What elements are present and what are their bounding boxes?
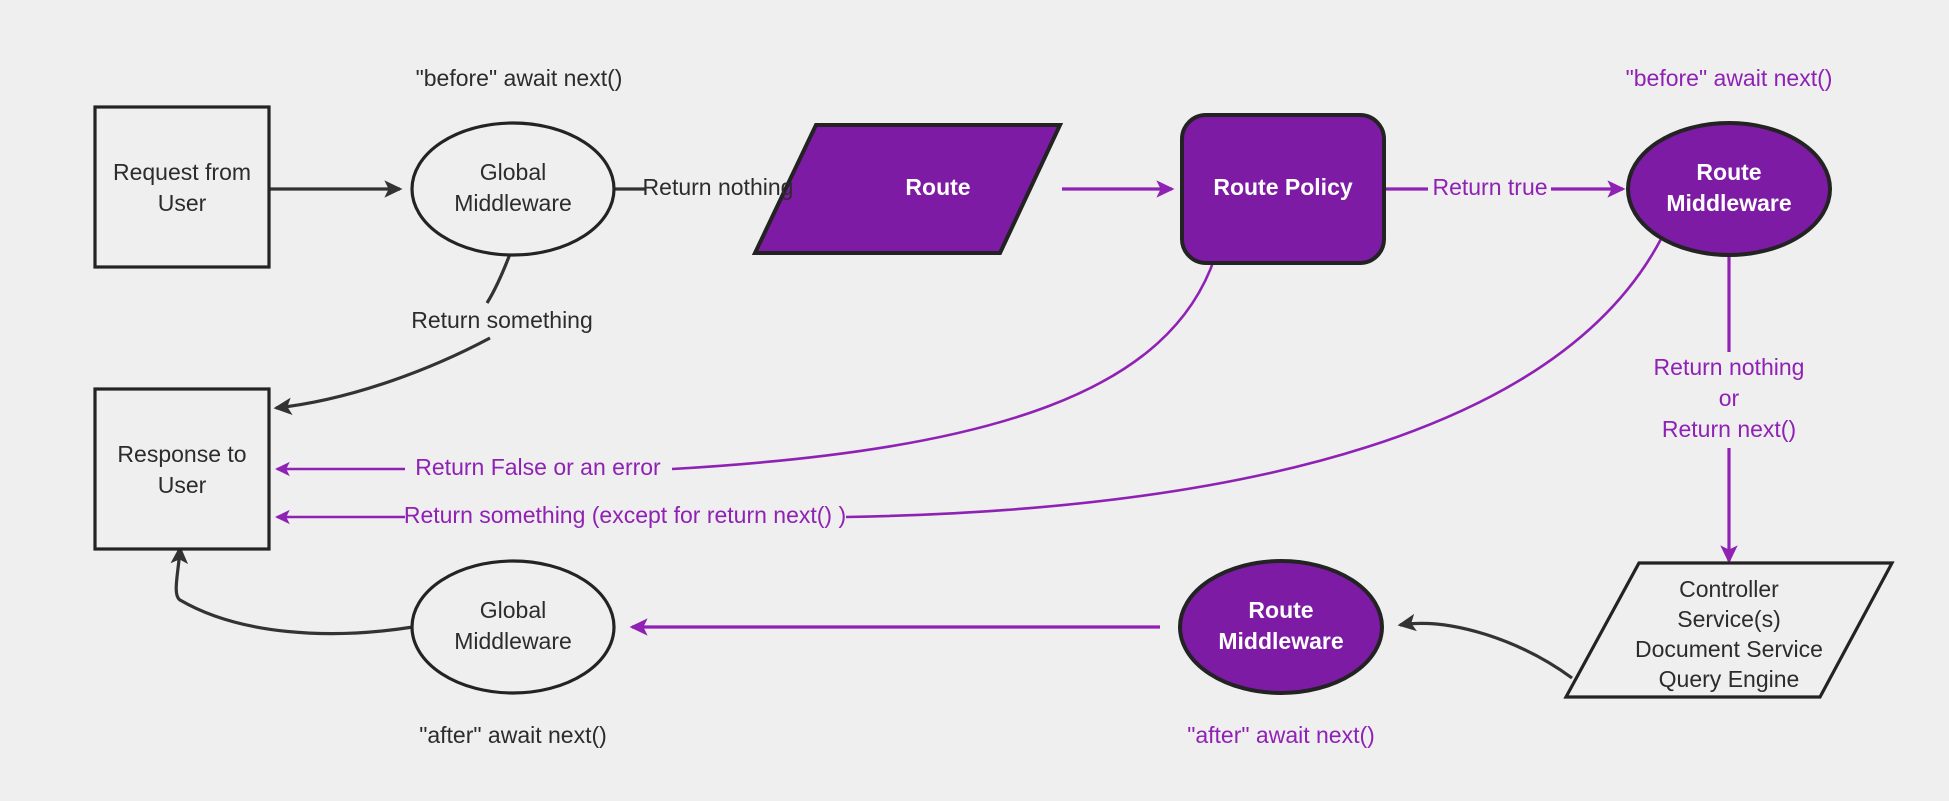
node-route-middleware-bottom-line1: Route [1248,597,1313,623]
node-route-middleware-top-line1: Route [1696,159,1761,185]
node-route-policy[interactable]: Route Policy [1180,113,1386,265]
annotation-after-await-next-dark: "after" await next() [419,722,607,748]
node-response-to-user-line1: Response to [117,441,246,467]
edge-label-return-something-except: Return something (except for return next… [404,502,846,528]
edge-label-return-false-or-error: Return False or an error [415,454,661,480]
edge-global-middleware-bottom-to-response [170,545,414,636]
edge-global-middleware-top-to-response-upper [485,253,512,304]
node-route-middleware-top[interactable]: Route Middleware [1626,121,1832,257]
node-request-from-user[interactable]: Request from User [93,105,271,269]
edge-label-return-nothing-or-line3: Return next() [1662,416,1796,442]
node-global-middleware-top-line2: Middleware [454,190,572,216]
edge-label-return-nothing-or-line2: or [1719,385,1740,411]
annotation-after-await-next-purple: "after" await next() [1187,722,1375,748]
node-route-middleware-bottom[interactable]: Route Middleware [1178,559,1384,695]
node-route[interactable]: Route [751,123,1064,255]
node-response-to-user[interactable]: Response to User [93,387,271,551]
node-controller-line4: Query Engine [1659,666,1800,692]
edge-label-return-nothing-or-line1: Return nothing [1654,354,1805,380]
node-global-middleware-top-line1: Global [480,159,546,185]
annotation-before-await-next-dark: "before" await next() [416,65,623,91]
annotation-before-await-next-purple: "before" await next() [1626,65,1833,91]
node-global-middleware-top[interactable]: Global Middleware [410,121,616,257]
edge-label-return-true: Return true [1432,174,1547,200]
node-route-middleware-top-line2: Middleware [1666,190,1791,216]
node-route-policy-label: Route Policy [1213,174,1353,200]
node-route-middleware-bottom-line2: Middleware [1218,628,1343,654]
edge-controller-to-route-middleware-bottom [1397,613,1573,680]
edge-route-middleware-to-response-curve [845,238,1663,519]
edge-label-return-something-dark: Return something [411,307,593,333]
node-controller-line3: Document Service [1635,636,1823,662]
edge-global-middleware-top-to-response-lower [273,336,491,416]
node-request-from-user-line1: Request from [113,159,251,185]
node-controller-line2: Service(s) [1677,606,1781,632]
node-controller-line1: Controller [1679,576,1779,602]
node-global-middleware-bottom-line1: Global [480,597,546,623]
node-route-label: Route [905,174,970,200]
edge-label-return-nothing: Return nothing [643,174,794,200]
node-global-middleware-bottom-line2: Middleware [454,628,572,654]
node-response-to-user-line2: User [158,472,207,498]
node-request-from-user-line2: User [158,190,207,216]
node-controller[interactable]: Controller Service(s) Document Service Q… [1563,561,1895,699]
edge-route-policy-to-response-curve [671,256,1217,471]
node-global-middleware-bottom[interactable]: Global Middleware [410,559,616,695]
